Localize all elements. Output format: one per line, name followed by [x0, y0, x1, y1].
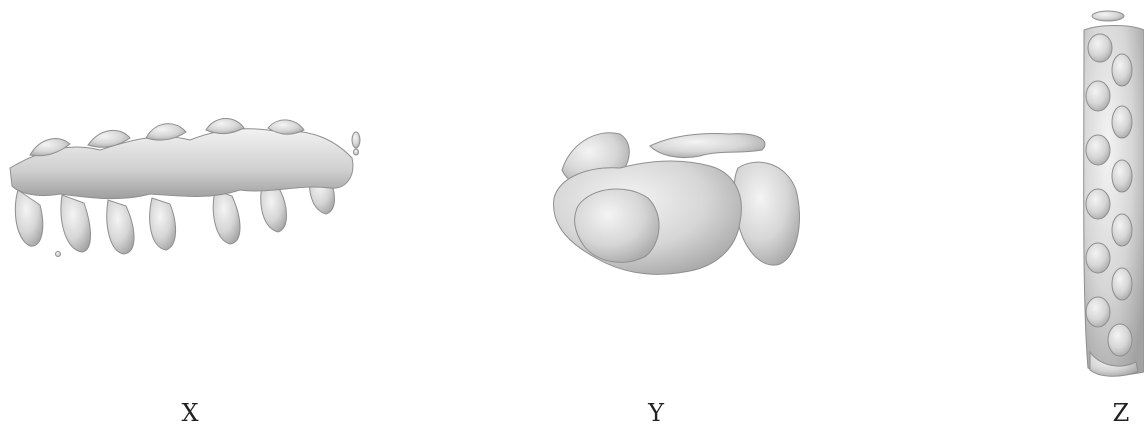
panel-y-render [500, 0, 820, 427]
filament-side-render [9, 118, 361, 257]
panel-z-render [1060, 0, 1144, 427]
caption-y: Y [648, 399, 664, 427]
filament-end-render [553, 132, 800, 275]
caption-x: X [181, 399, 199, 427]
filament-top-render [1083, 10, 1144, 377]
panel-x-render [0, 0, 380, 427]
caption-z: Z [1112, 399, 1130, 427]
